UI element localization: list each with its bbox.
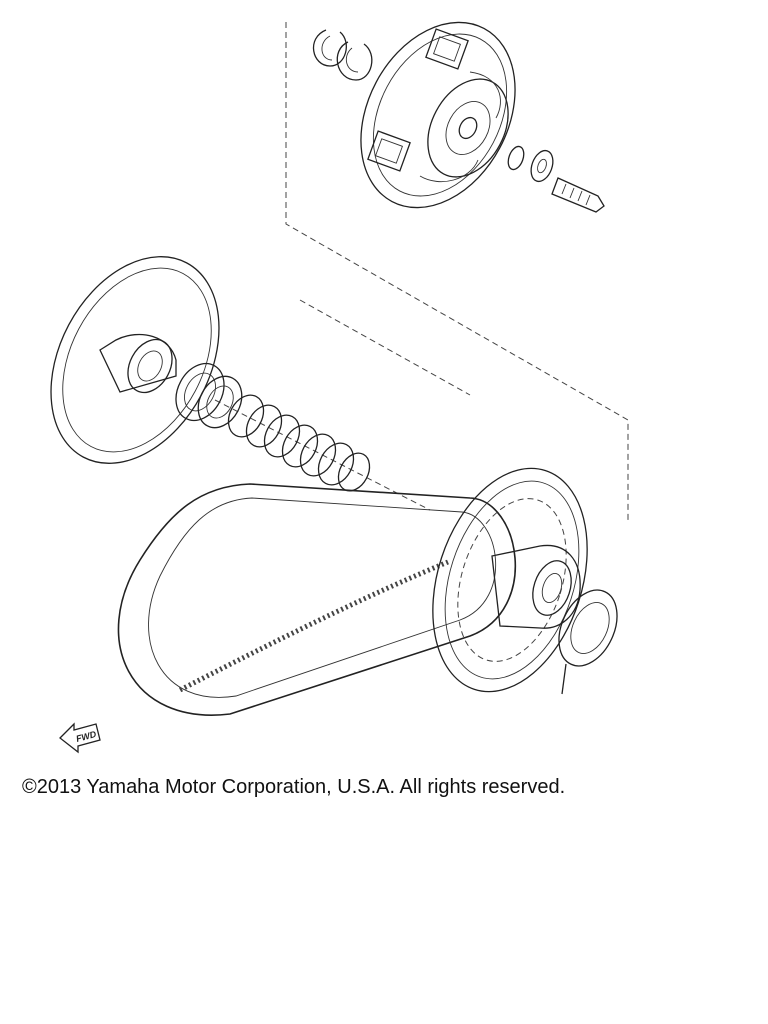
primary-fixed-sheave	[432, 467, 588, 693]
spring-seat-and-spring	[175, 362, 371, 492]
secondary-fixed-sheave	[50, 256, 220, 464]
copyright-notice: ©2013 Yamaha Motor Corporation, U.S.A. A…	[22, 776, 566, 798]
fwd-arrow-icon: FWD	[59, 722, 101, 754]
primary-sheave-cam	[360, 21, 516, 209]
v-belt	[117, 483, 517, 716]
circlip-pair	[312, 29, 373, 81]
assembly-guide-lines	[214, 22, 629, 520]
oil-seal-ring	[558, 589, 618, 695]
exploded-parts-diagram: FWD	[50, 21, 629, 754]
washer-and-bolt	[507, 145, 605, 213]
